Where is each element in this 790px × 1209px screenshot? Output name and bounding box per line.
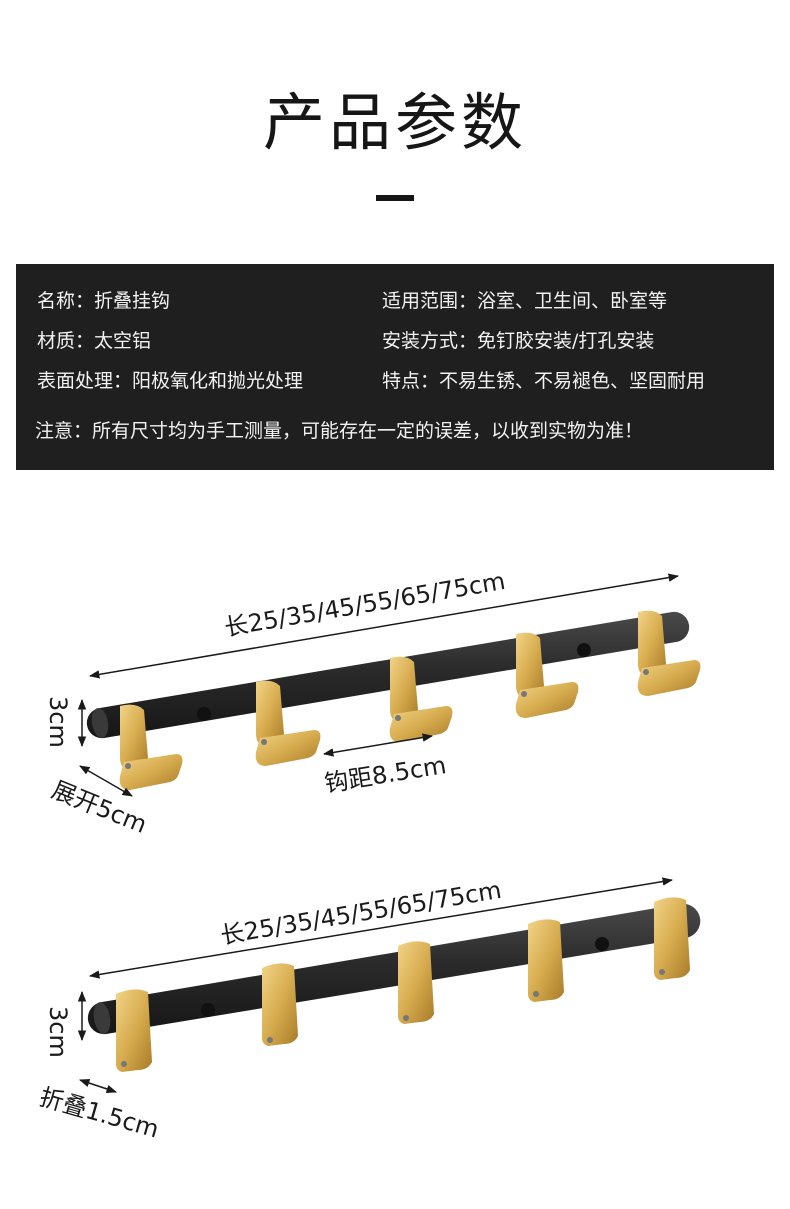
fold-dimension-line <box>79 1079 117 1093</box>
fold-label: 折叠1.5cm <box>36 1083 162 1144</box>
hook-spacing-label: 钩距8.5cm <box>323 751 449 798</box>
rail <box>87 903 701 1035</box>
folded-hook-2 <box>262 963 298 1046</box>
screw-hole <box>577 643 591 657</box>
spec-panel: 名称：折叠挂钩 适用范围：浴室、卫生间、卧室等 材质：太空铝 安装方式：免钉胶安… <box>16 264 774 470</box>
screw-hole <box>201 1003 215 1017</box>
length-label: 长25/35/45/55/65/75cm <box>218 876 503 950</box>
length-dimension-line <box>88 573 680 679</box>
extend-dimension-line <box>79 765 133 797</box>
screw-hole <box>595 937 609 951</box>
hook-2 <box>255 680 321 766</box>
spec-note: 注意：所有尺寸均为手工测量，可能存在一定的误差，以收到实物为准！ <box>35 420 644 442</box>
length-dimension-line <box>88 877 674 979</box>
diagram-folded-svg: 长25/35/45/55/65/75cm 3cm 折叠1.5cm <box>36 876 701 1144</box>
spec-material: 材质：太空铝 <box>37 330 152 352</box>
folded-hook-4 <box>528 919 564 1002</box>
screw-hole <box>197 707 211 721</box>
hook-spacing-line <box>322 733 434 757</box>
rail <box>86 611 690 739</box>
length-label: 长25/35/45/55/65/75cm <box>222 567 507 642</box>
folded-hook-5 <box>654 897 690 980</box>
page-title: 产品参数 <box>262 86 527 159</box>
spec-name: 名称：折叠挂钩 <box>37 290 171 312</box>
folded-hook-1 <box>116 989 152 1072</box>
height-label: 3cm <box>44 1006 72 1058</box>
spec-scope: 适用范围：浴室、卫生间、卧室等 <box>382 290 668 312</box>
spec-surface: 表面处理：阳极氧化和抛光处理 <box>37 370 304 392</box>
spec-features: 特点：不易生锈、不易褪色、坚固耐用 <box>382 370 706 392</box>
spec-install: 安装方式：免钉胶安装/打孔安装 <box>382 330 655 352</box>
folded-hook-3 <box>398 941 434 1024</box>
diagram-open: 长25/35/45/55/65/75cm 3cm 钩距8.5cm 展开5cm <box>0 540 790 860</box>
height-label: 3cm <box>44 696 72 748</box>
title-underline <box>376 195 414 201</box>
diagram-folded: 长25/35/45/55/65/75cm 3cm 折叠1.5cm <box>0 860 790 1190</box>
diagram-open-svg: 长25/35/45/55/65/75cm 3cm 钩距8.5cm 展开5cm <box>44 567 701 839</box>
